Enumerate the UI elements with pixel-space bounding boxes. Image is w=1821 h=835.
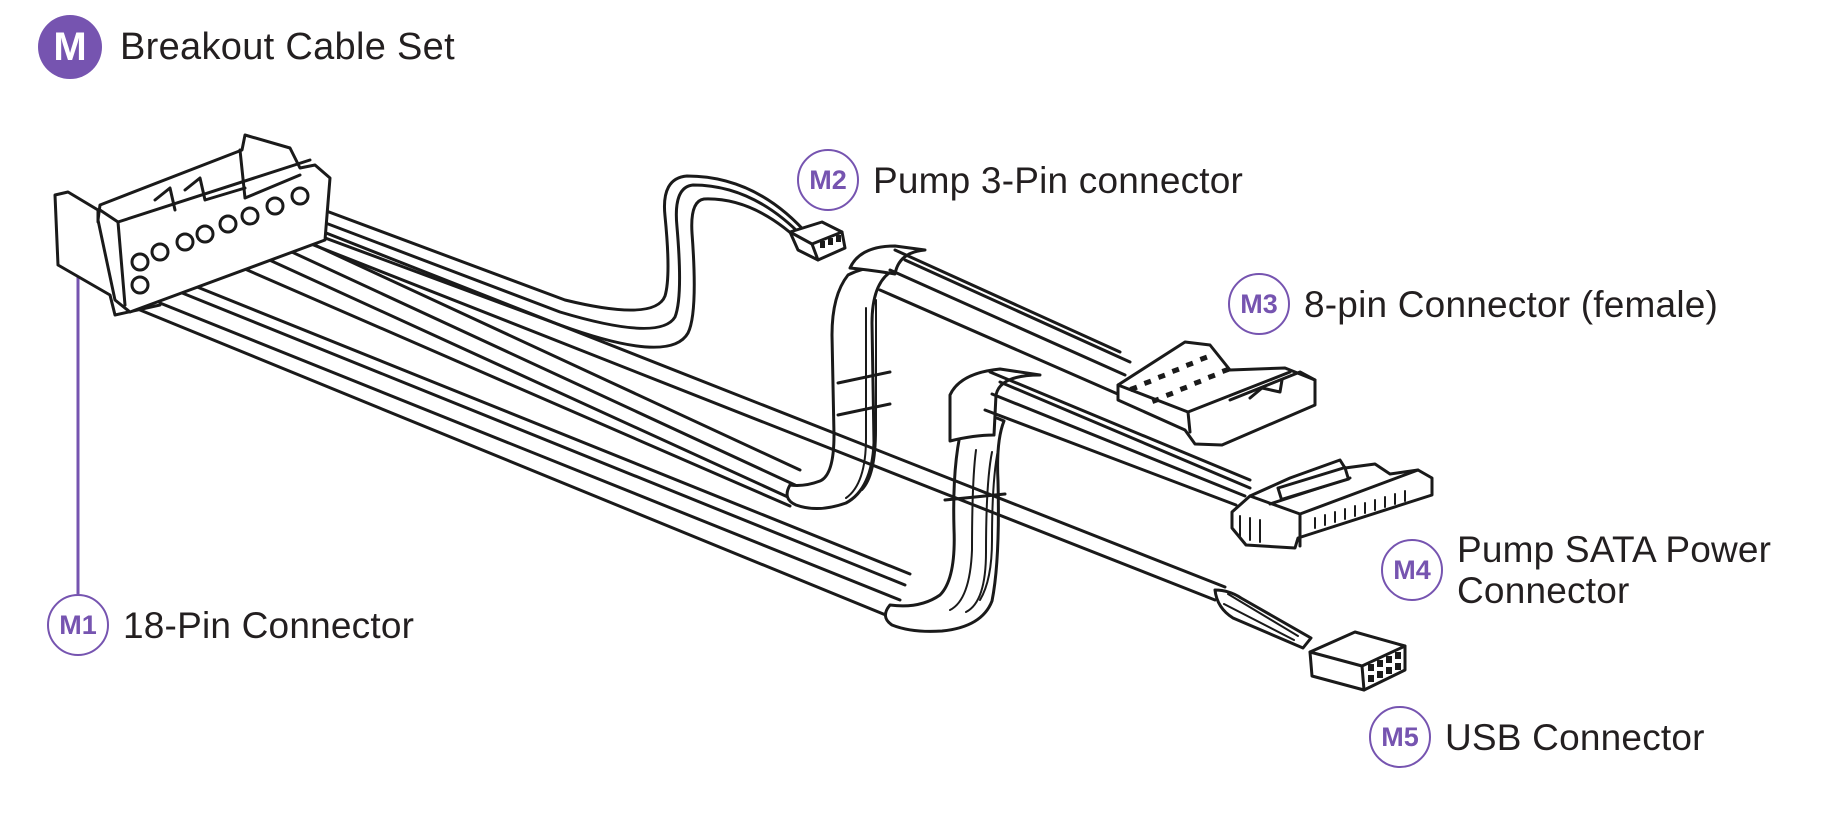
callout-label-m4-line2: Connector <box>1457 570 1630 611</box>
usb-connector-drawing <box>1308 630 1407 692</box>
page-title-row: M Breakout Cable Set <box>38 15 455 79</box>
lower-cable-bundle <box>138 266 1042 633</box>
callout-badge-m2: M2 <box>797 149 859 211</box>
18-pin-connector-drawing <box>53 133 332 317</box>
callout-m3: M3 8-pin Connector (female) <box>1228 273 1718 335</box>
page-title: Breakout Cable Set <box>120 25 455 68</box>
8-pin-connector-drawing <box>1116 340 1317 447</box>
callout-badge-m4: M4 <box>1381 539 1443 601</box>
usb-cable-run <box>233 203 1313 650</box>
callout-label-m5: USB Connector <box>1445 716 1705 758</box>
callout-badge-m3: M3 <box>1228 273 1290 335</box>
callout-m4: M4 Pump SATA Power Connector <box>1381 529 1771 611</box>
callout-label-m3: 8-pin Connector (female) <box>1304 283 1719 325</box>
callout-badge-m5: M5 <box>1369 706 1431 768</box>
callout-label-m4: Pump SATA Power Connector <box>1457 529 1771 611</box>
title-badge: M <box>38 15 102 79</box>
sata-connector-drawing <box>1230 458 1434 550</box>
m4-cable-run <box>983 370 1252 507</box>
callout-label-m4-line1: Pump SATA Power <box>1457 529 1772 570</box>
callout-label-m2: Pump 3-Pin connector <box>873 159 1244 201</box>
callout-m1: M1 18-Pin Connector <box>47 594 414 656</box>
callout-badge-m1: M1 <box>47 594 109 656</box>
pump-3pin-connector-drawing <box>788 220 847 262</box>
m3-cable-run <box>878 248 1132 397</box>
pump-3pin-cable <box>253 174 811 349</box>
callout-m5: M5 USB Connector <box>1369 706 1705 768</box>
callout-label-m1: 18-Pin Connector <box>123 604 415 646</box>
callout-m2: M2 Pump 3-Pin connector <box>797 149 1243 211</box>
